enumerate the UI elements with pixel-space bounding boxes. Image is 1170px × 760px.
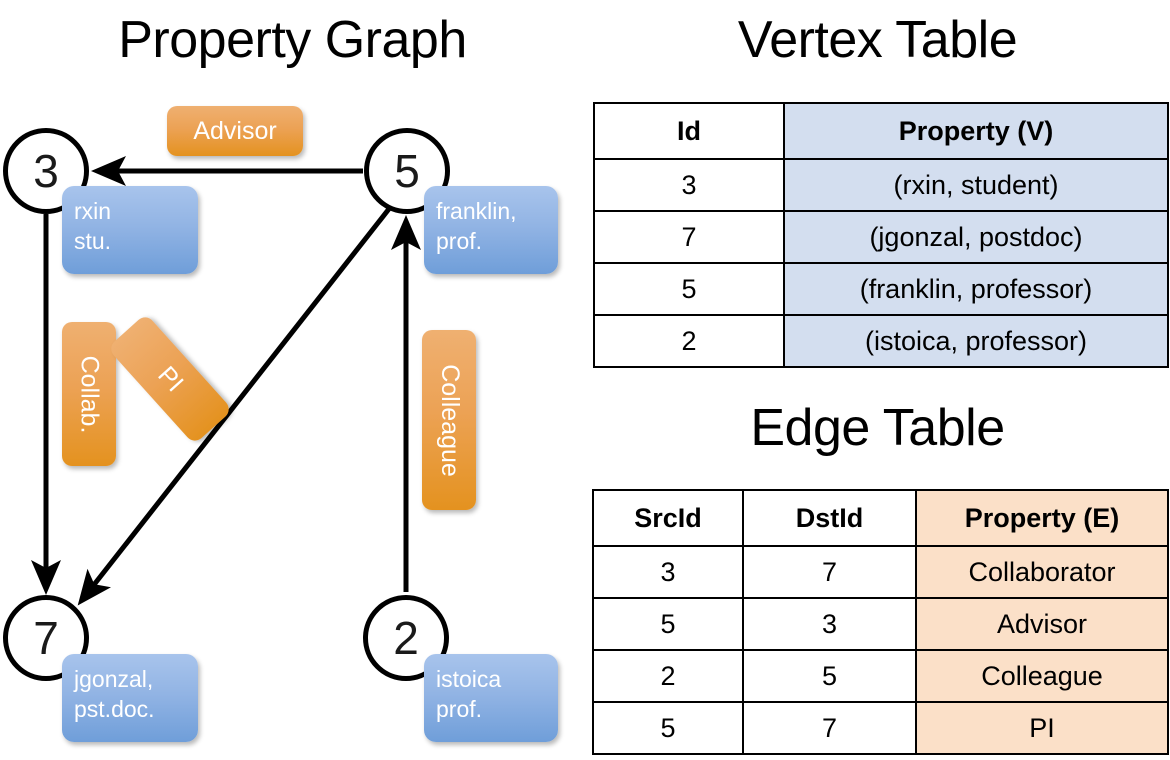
vertex-property-franklin-line2: prof.: [436, 228, 483, 255]
edge-table-header-dstid: DstId: [742, 489, 917, 547]
edge-5-to-7: [77, 203, 394, 606]
vertex-row-3-property: (istoica, professor): [783, 314, 1169, 368]
table-row[interactable]: 2 (istoica, professor): [593, 314, 1169, 368]
vertex-property-franklin-line1: franklin,: [436, 198, 517, 224]
edge-row-2-dst: 5: [742, 649, 917, 703]
edge-row-0-src: 3: [592, 545, 744, 599]
edge-row-0-dst: 7: [742, 545, 917, 599]
edge-row-3-src: 5: [592, 701, 744, 755]
edge-label-advisor: Advisor: [167, 106, 303, 156]
vertex-property-box-jgonzal: jgonzal, pst.doc.: [62, 654, 198, 742]
vertex-property-istoica-line2: prof.: [436, 696, 483, 723]
page-title-property-graph: Property Graph: [118, 11, 467, 69]
table-row[interactable]: 7 (jgonzal, postdoc): [593, 210, 1169, 264]
edge-label-advisor-text: Advisor: [193, 116, 277, 145]
vertex-table: Id Property (V) 3 (rxin, student) 7 (jgo…: [593, 102, 1169, 368]
edge-row-0-property: Collaborator: [915, 545, 1169, 599]
vertex-property-rxin-line1: rxin: [74, 198, 112, 224]
vertex-row-0-id: 3: [593, 158, 785, 212]
table-row[interactable]: 2 5 Colleague: [592, 649, 1169, 703]
table-row[interactable]: 5 3 Advisor: [592, 597, 1169, 651]
vertex-table-header-id: Id: [593, 102, 785, 160]
vertex-node-2-label: 2: [393, 612, 419, 664]
table-row[interactable]: 3 7 Collaborator: [592, 545, 1169, 599]
vertex-property-jgonzal-line1: jgonzal,: [74, 666, 154, 692]
vertex-property-rxin-line2: stu.: [74, 228, 112, 255]
vertex-table-header-row: Id Property (V): [593, 102, 1169, 160]
edge-row-3-property: PI: [915, 701, 1169, 755]
table-row[interactable]: 5 (franklin, professor): [593, 262, 1169, 316]
edge-table: SrcId DstId Property (E) 3 7 Collaborato…: [592, 489, 1169, 755]
vertex-property-jgonzal-line2: pst.doc.: [74, 696, 155, 723]
vertex-node-5-label: 5: [394, 145, 420, 197]
vertex-row-2-id: 5: [593, 262, 785, 316]
vertex-row-3-id: 2: [593, 314, 785, 368]
vertex-property-box-franklin: franklin, prof.: [424, 186, 558, 274]
edge-row-2-property: Colleague: [915, 649, 1169, 703]
edge-row-1-src: 5: [592, 597, 744, 651]
table-row[interactable]: 3 (rxin, student): [593, 158, 1169, 212]
edge-label-collab-text: Collab.: [75, 355, 104, 433]
property-graph-diagram: 3 5 7 2 rxin stu. franklin, prof. jgonza…: [3, 106, 558, 742]
vertex-row-1-property: (jgonzal, postdoc): [783, 210, 1169, 264]
vertex-table-header-property: Property (V): [783, 102, 1169, 160]
edge-label-colleague-text: Colleague: [435, 363, 464, 477]
vertex-node-7-label: 7: [33, 612, 59, 664]
vertex-property-box-istoica: istoica prof.: [424, 654, 558, 742]
edge-label-colleague: Colleague: [422, 330, 476, 510]
edge-row-2-src: 2: [592, 649, 744, 703]
vertex-row-2-property: (franklin, professor): [783, 262, 1169, 316]
vertex-node-2[interactable]: 2: [363, 595, 449, 681]
edge-table-header-property: Property (E): [915, 489, 1169, 547]
page-title-edge-table: Edge Table: [750, 399, 1005, 457]
edge-row-3-dst: 7: [742, 701, 917, 755]
table-row[interactable]: 5 7 PI: [592, 701, 1169, 755]
edge-row-1-dst: 3: [742, 597, 917, 651]
vertex-row-1-id: 7: [593, 210, 785, 264]
vertex-property-box-rxin: rxin stu.: [62, 186, 198, 274]
edge-label-pi-text: PI: [152, 360, 189, 397]
edge-label-collab: Collab.: [62, 322, 116, 466]
vertex-property-istoica-line1: istoica: [436, 666, 502, 692]
page-title-vertex-table: Vertex Table: [737, 11, 1018, 69]
vertex-row-0-property: (rxin, student): [783, 158, 1169, 212]
graph-edges-layer: [31, 156, 421, 606]
edge-table-header-row: SrcId DstId Property (E): [592, 489, 1169, 547]
edge-row-1-property: Advisor: [915, 597, 1169, 651]
vertex-node-3-label: 3: [33, 145, 59, 197]
edge-table-header-srcid: SrcId: [592, 489, 744, 547]
vertex-node-5[interactable]: 5: [364, 128, 450, 214]
